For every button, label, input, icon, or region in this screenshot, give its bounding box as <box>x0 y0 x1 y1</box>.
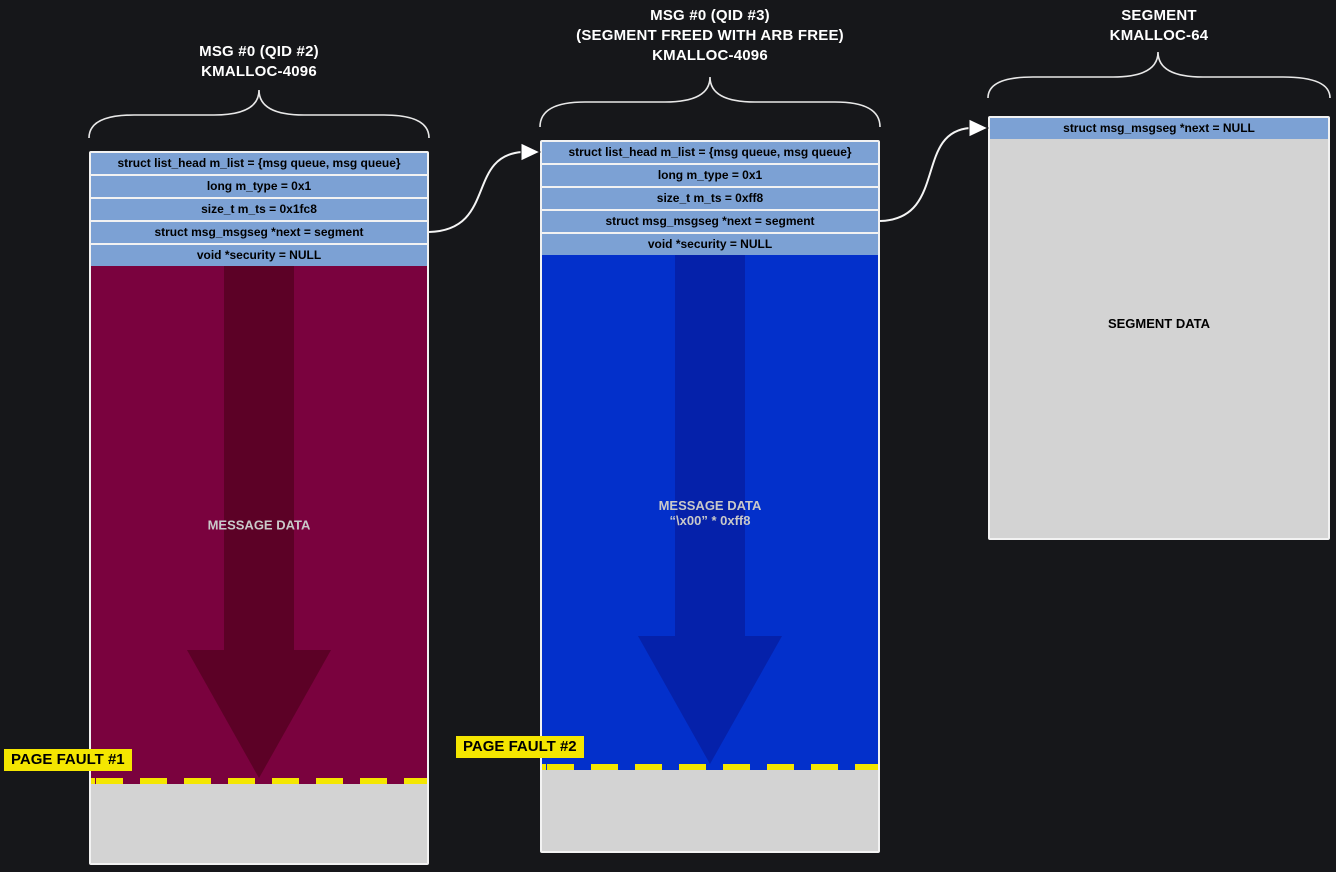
field-security: void *security = NULL <box>91 243 427 266</box>
page-fault-boundary-2 <box>542 764 878 770</box>
page-fault-boundary-1 <box>91 778 427 784</box>
down-arrow-head-icon <box>638 636 782 764</box>
column2-title-line2: (SEGMENT FREED WITH ARB FREE) <box>576 27 844 44</box>
page-fault-2-badge: PAGE FAULT #2 <box>456 736 584 758</box>
field-m-ts: size_t m_ts = 0x1fc8 <box>91 197 427 220</box>
unmapped-region <box>542 770 878 851</box>
column1-title-line1: MSG #0 (QID #2) <box>199 43 319 60</box>
column3-title-line2: KMALLOC-64 <box>1109 27 1209 44</box>
field-next: struct msg_msgseg *next = segment <box>91 220 427 243</box>
page-fault-1-badge: PAGE FAULT #1 <box>4 749 132 771</box>
pointer-arrowhead-2-icon <box>968 118 990 138</box>
field-m-list: struct list_head m_list = {msg queue, ms… <box>542 142 878 163</box>
message-data-region: MESSAGE DATA <box>91 266 427 784</box>
msg0-qid3-box: struct list_head m_list = {msg queue, ms… <box>540 140 880 853</box>
field-m-ts: size_t m_ts = 0xff8 <box>542 186 878 209</box>
field-m-type: long m_type = 0x1 <box>542 163 878 186</box>
message-data-bytes: “\x00” * 0xff8 <box>669 512 751 528</box>
field-m-type: long m_type = 0x1 <box>91 174 427 197</box>
message-data-label: MESSAGE DATA <box>658 497 762 513</box>
brace-column3-icon <box>987 51 1331 99</box>
field-next-null: struct msg_msgseg *next = NULL <box>990 118 1328 139</box>
field-security: void *security = NULL <box>542 232 878 255</box>
column1-title: MSG #0 (QID #2) KMALLOC-4096 <box>89 42 429 82</box>
pointer-arrow-1 <box>428 151 523 233</box>
field-m-list: struct list_head m_list = {msg queue, ms… <box>91 153 427 174</box>
pointer-arrow-2 <box>879 127 971 222</box>
field-next: struct msg_msgseg *next = segment <box>542 209 878 232</box>
message-data-label: MESSAGE DATA <box>207 517 311 533</box>
column3-title: SEGMENT KMALLOC-64 <box>988 6 1330 46</box>
column2-title-line1: MSG #0 (QID #3) <box>650 7 770 24</box>
column2-title: MSG #0 (QID #3) (SEGMENT FREED WITH ARB … <box>540 6 880 66</box>
brace-column1-icon <box>88 89 430 139</box>
segment-data-label: SEGMENT DATA <box>1107 316 1211 331</box>
msg0-qid2-box: struct list_head m_list = {msg queue, ms… <box>89 151 429 865</box>
segment-box: struct msg_msgseg *next = NULL SEGMENT D… <box>988 116 1330 540</box>
segment-data-region: SEGMENT DATA <box>990 139 1328 538</box>
column1-title-line2: KMALLOC-4096 <box>201 63 317 80</box>
down-arrow-head-icon <box>187 650 331 778</box>
column3-title-line1: SEGMENT <box>1121 7 1197 24</box>
down-arrow-icon <box>675 255 745 636</box>
message-data-region: MESSAGE DATA “\x00” * 0xff8 <box>542 255 878 770</box>
down-arrow-icon <box>224 266 294 650</box>
brace-column2-icon <box>539 76 881 128</box>
pointer-arrowhead-1-icon <box>520 142 542 162</box>
unmapped-region <box>91 784 427 863</box>
column2-title-line3: KMALLOC-4096 <box>652 47 768 64</box>
